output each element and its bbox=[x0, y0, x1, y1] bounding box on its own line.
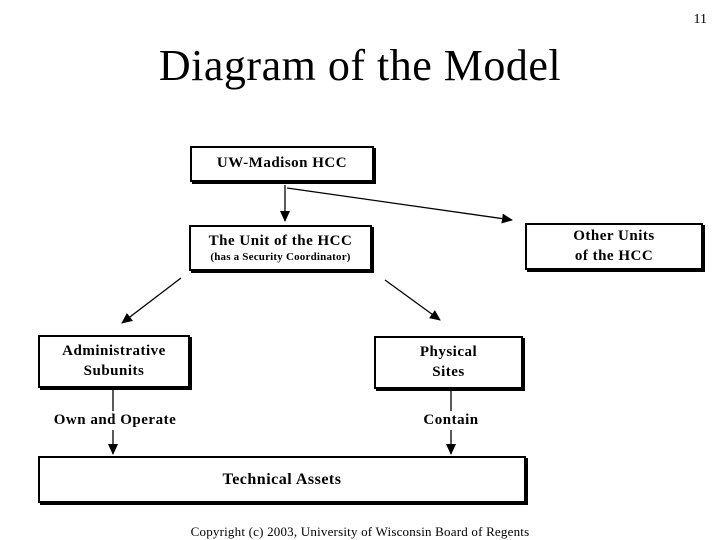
node-label: UW-Madison HCC bbox=[216, 155, 348, 172]
slide-title: Diagram of the Model bbox=[158, 41, 562, 90]
node-label: Other Units bbox=[573, 227, 655, 244]
edge-label-contain: Contain bbox=[391, 411, 511, 430]
node-technical-assets: Technical Assets bbox=[38, 456, 526, 503]
node-physical-sites: Physical Sites bbox=[374, 336, 523, 389]
node-label: Physical bbox=[419, 343, 478, 360]
node-label: Sites bbox=[432, 363, 465, 380]
node-label: Subunits bbox=[83, 362, 145, 379]
node-administrative-subunits: Administrative Subunits bbox=[38, 335, 190, 388]
arrow-unit-to-admin-subunits bbox=[121, 277, 182, 324]
page-number: 11 bbox=[693, 12, 707, 27]
node-label: The Unit of the HCC bbox=[208, 232, 353, 249]
node-label: Administrative bbox=[62, 342, 166, 359]
copyright-footer: Copyright (c) 2003, University of Wiscon… bbox=[190, 524, 530, 539]
node-sublabel: (has a Security Coordinator) bbox=[210, 251, 351, 264]
arrow-unit-to-physical-sites bbox=[384, 279, 441, 321]
edge-label-own-and-operate: Own and Operate bbox=[40, 411, 190, 430]
node-uw-madison-hcc: UW-Madison HCC bbox=[190, 146, 374, 182]
node-label: Technical Assets bbox=[222, 470, 342, 488]
node-other-units-of-the-hcc: Other Units of the HCC bbox=[525, 223, 703, 270]
arrow-uw-to-other-units bbox=[286, 187, 513, 224]
node-label: of the HCC bbox=[574, 247, 654, 264]
node-unit-of-the-hcc: The Unit of the HCC (has a Security Coor… bbox=[189, 225, 372, 271]
